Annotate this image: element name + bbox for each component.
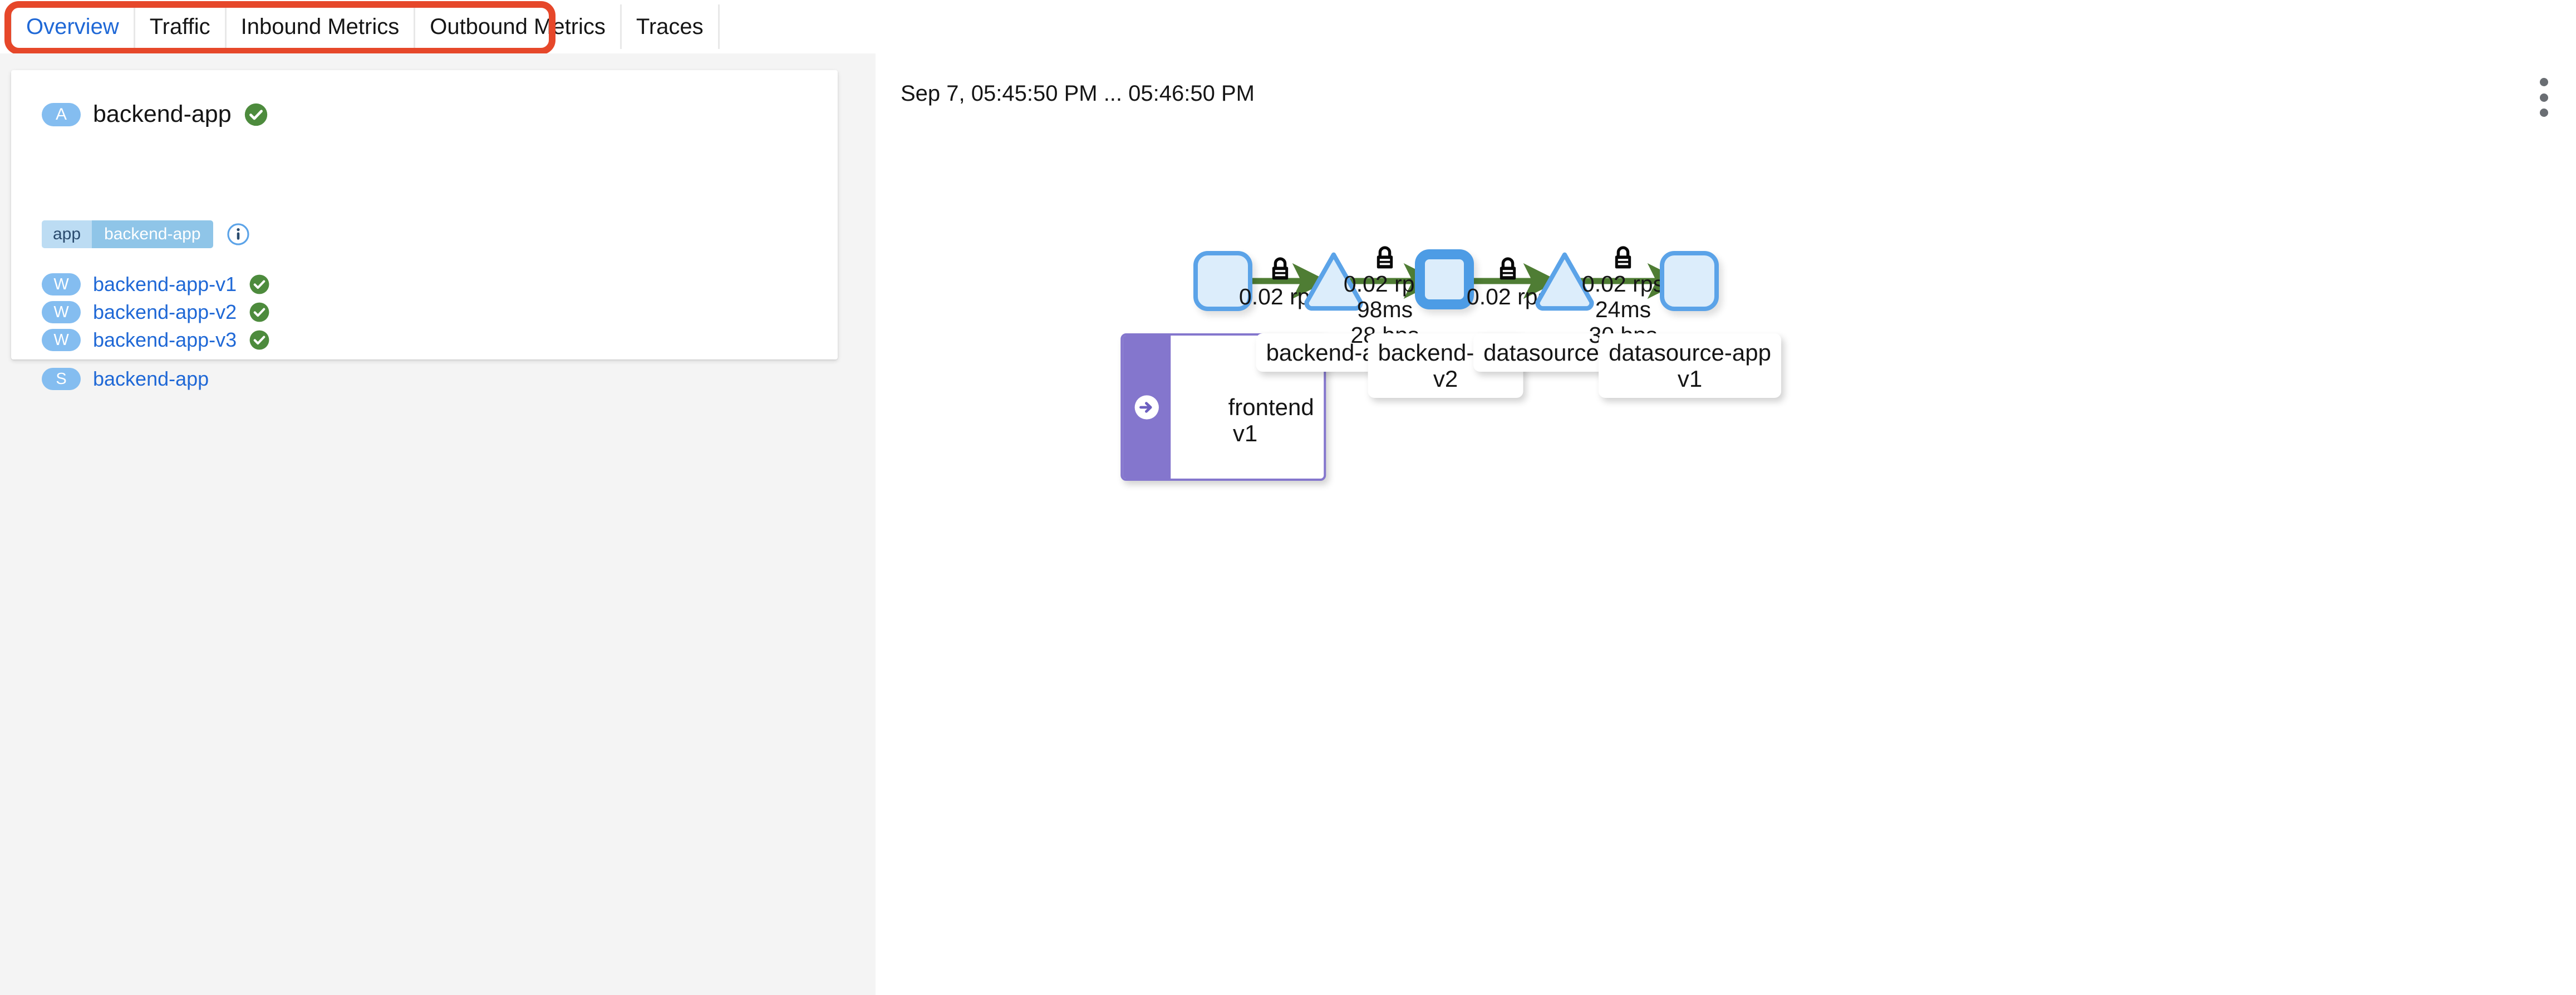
graph-panel: Sep 7, 05:45:50 PM ... 05:46:50 PM (876, 53, 2576, 995)
app-summary-card: A backend-app app backend-app (11, 70, 838, 390)
graph-header: Sep 7, 05:45:50 PM ... 05:46:50 PM (876, 53, 2576, 126)
kebab-dot-3 (2539, 109, 2548, 117)
label-pill[interactable]: app backend-app (42, 220, 213, 248)
tab-traffic[interactable]: Traffic (135, 4, 227, 49)
app-title-row: A backend-app (42, 101, 268, 128)
check-circle-icon (249, 329, 270, 351)
list-item[interactable]: S backend-app (42, 365, 209, 393)
check-circle-icon (249, 302, 270, 323)
list-item[interactable]: W backend-app-v2 (42, 298, 270, 326)
node-shape-triangle[interactable] (1301, 249, 1366, 312)
list-item[interactable]: W backend-app-v1 (42, 270, 270, 298)
service-type-badge: S (42, 368, 81, 390)
lock-icon (1500, 257, 1516, 280)
tab-inbound-metrics-label: Inbound Metrics (240, 14, 400, 39)
lock-icon (1272, 257, 1289, 280)
node-shape-box-selected[interactable] (1415, 249, 1474, 309)
node-shape-box[interactable] (1193, 251, 1252, 311)
page-title: backend-app (93, 101, 232, 127)
label-key: app (42, 220, 92, 248)
lock-icon (1615, 246, 1631, 269)
app-label-row: app backend-app (42, 220, 250, 248)
app-type-badge: A (42, 102, 81, 126)
node-label-frontend-v1[interactable]: frontend v1 (1120, 333, 1326, 481)
workload-list: W backend-app-v1 W backend-app-v2 (42, 270, 270, 354)
kebab-menu-icon[interactable] (2539, 78, 2548, 117)
graph-canvas[interactable]: frontend v1 0.02 rps backend-app (876, 126, 2576, 995)
tab-bar: Overview Traffic Inbound Metrics Outboun… (0, 0, 2576, 55)
list-item[interactable]: W backend-app-v3 (42, 326, 270, 354)
arrow-right-circle-icon (1123, 336, 1171, 479)
service-list: S backend-app (42, 365, 209, 393)
node-label-datasource-app-v1[interactable]: datasource-app v1 (1599, 333, 1781, 398)
tab-overview[interactable]: Overview (10, 4, 135, 49)
lock-icon (1377, 246, 1393, 269)
kebab-dot-2 (2539, 93, 2548, 102)
service-link[interactable]: backend-app (93, 367, 209, 390)
check-circle-icon (244, 102, 268, 127)
left-column: A backend-app app backend-app (0, 53, 876, 995)
tab-overview-label: Overview (26, 14, 119, 39)
check-circle-icon (249, 274, 270, 295)
tab-list: Overview Traffic Inbound Metrics Outboun… (10, 4, 720, 49)
workload-link[interactable]: backend-app-v2 (93, 301, 237, 323)
page-body: A backend-app app backend-app (0, 53, 2576, 995)
workload-type-badge: W (42, 329, 81, 351)
tab-traces-label: Traces (636, 14, 704, 39)
graph-time-range: Sep 7, 05:45:50 PM ... 05:46:50 PM (901, 81, 1255, 106)
tab-outbound-metrics-label: Outbound Metrics (430, 14, 606, 39)
workload-link[interactable]: backend-app-v1 (93, 273, 237, 295)
workload-type-badge: W (42, 273, 81, 295)
workload-link[interactable]: backend-app-v3 (93, 328, 237, 351)
tab-traces[interactable]: Traces (621, 4, 720, 49)
workload-type-badge: W (42, 301, 81, 323)
tab-traffic-label: Traffic (149, 14, 210, 39)
tab-inbound-metrics[interactable]: Inbound Metrics (226, 4, 416, 49)
node-shape-triangle[interactable] (1532, 249, 1597, 312)
node-shape-box[interactable] (1660, 251, 1719, 311)
graph-edges (1243, 263, 1683, 299)
node-label-text: frontend v1 (1228, 394, 1314, 447)
tab-outbound-metrics[interactable]: Outbound Metrics (415, 4, 622, 49)
label-value: backend-app (92, 220, 213, 248)
info-circle-icon[interactable] (227, 223, 250, 246)
kebab-dot-1 (2539, 78, 2548, 86)
